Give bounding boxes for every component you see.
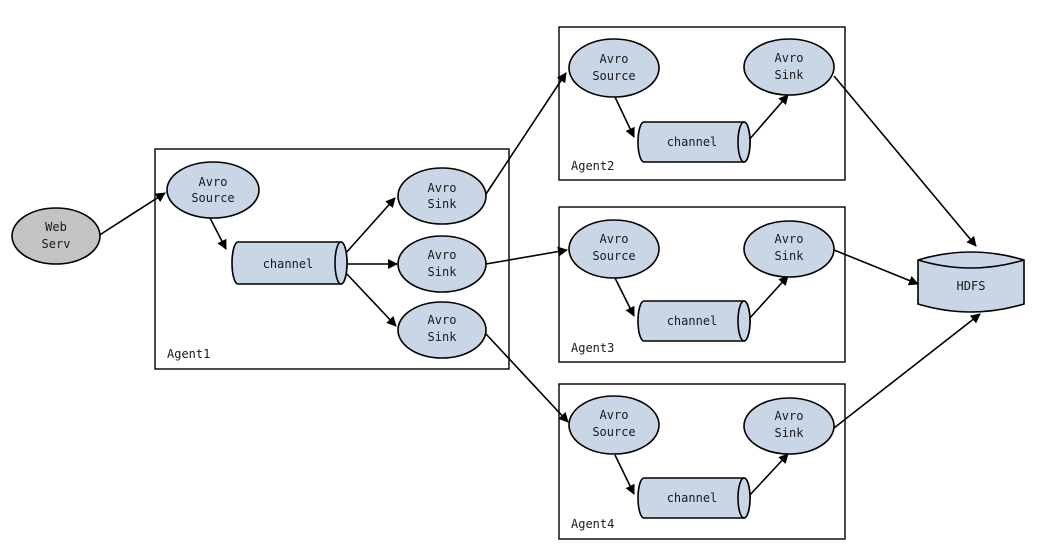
edge-agent1-channel-to-sink3 xyxy=(344,271,397,327)
edge-agent1-channel-to-sink1 xyxy=(344,197,396,255)
agent1-label: Agent1 xyxy=(167,347,210,361)
agent2-label: Agent2 xyxy=(571,159,614,173)
edge-agent4-source-to-channel xyxy=(614,454,635,495)
edge-agent2-channel-to-sink xyxy=(747,94,789,142)
agent2-sink-node: Avro Sink xyxy=(743,38,835,96)
agent2-source-line1: Avro xyxy=(600,52,629,66)
agent1-sink2-node: Avro Sink xyxy=(397,235,487,293)
agent1-sink2-line2: Sink xyxy=(428,265,458,279)
agent1-sink3-node: Avro Sink xyxy=(397,301,487,359)
agent1-channel-node: channel xyxy=(231,241,348,285)
agent4-source-node: Avro Source xyxy=(568,395,660,455)
edge-agent2-sink-to-hdfs xyxy=(833,75,977,247)
edge-agent4-sink-to-hdfs xyxy=(833,313,981,429)
webserver-node: Web Serv xyxy=(11,207,101,265)
agent4-sink-line2: Sink xyxy=(775,426,805,440)
agent1-sink2-line1: Avro xyxy=(428,248,457,262)
edge-agent4-channel-to-sink xyxy=(747,453,789,498)
agent3-source-line2: Source xyxy=(592,249,635,263)
agent4-label: Agent4 xyxy=(571,517,614,531)
agent2-channel-label: channel xyxy=(667,135,718,149)
agent2-sink-line2: Sink xyxy=(775,68,805,82)
agent1-sink1-line2: Sink xyxy=(428,197,458,211)
edge-agent3-channel-to-sink xyxy=(747,275,789,321)
edge-agent3-source-to-channel xyxy=(614,277,635,317)
agent3-box xyxy=(558,206,846,363)
agent2-channel-node: channel xyxy=(637,121,751,163)
agent4-channel-label: channel xyxy=(667,491,718,505)
edges xyxy=(97,72,981,498)
edge-agent2-source-to-channel xyxy=(614,96,635,138)
agent3-source-line1: Avro xyxy=(600,232,629,246)
edge-webserver-to-agent1-source xyxy=(97,192,166,237)
agent1-sink1-line1: Avro xyxy=(428,181,457,195)
agent2-source-node: Avro Source xyxy=(568,38,660,98)
agent1-source-line1: Avro xyxy=(199,175,228,189)
agent4-source-line1: Avro xyxy=(600,408,629,422)
hdfs-label: HDFS xyxy=(957,279,986,293)
edge-agent1-source-to-channel xyxy=(209,217,227,250)
edge-agent1-sink3-to-agent4-source xyxy=(485,333,569,423)
agent4-box xyxy=(558,383,846,540)
agent1-sink3-line2: Sink xyxy=(428,330,458,344)
agent3-channel-label: channel xyxy=(667,314,718,328)
agent3-label: Agent3 xyxy=(571,341,614,355)
agent4-sink-node: Avro Sink xyxy=(743,397,835,455)
agent1-source-line2: Source xyxy=(191,191,234,205)
agent1-source-node: Avro Source xyxy=(166,161,260,219)
agent1-sink1-node: Avro Sink xyxy=(397,167,487,225)
agent1-channel-label: channel xyxy=(263,257,314,271)
agent4-source-line2: Source xyxy=(592,425,635,439)
agent2-sink-line1: Avro xyxy=(775,51,804,65)
webserver-label-line1: Web xyxy=(45,220,67,234)
agent2-source-line2: Source xyxy=(592,69,635,83)
agent3-channel-node: channel xyxy=(637,300,751,342)
edge-agent1-sink1-to-agent2-source xyxy=(485,72,567,195)
agent3-sink-line1: Avro xyxy=(775,232,804,246)
agent2-box xyxy=(558,26,846,181)
agent3-source-node: Avro Source xyxy=(568,219,660,279)
webserver-label-line2: Serv xyxy=(42,237,71,251)
edge-agent1-sink2-to-agent3-source xyxy=(485,246,568,265)
edge-agent3-sink-to-hdfs xyxy=(833,249,919,286)
agent3-sink-node: Avro Sink xyxy=(743,220,835,278)
hdfs-node: HDFS xyxy=(917,251,1025,313)
agent3-sink-line2: Sink xyxy=(775,249,805,263)
agent4-sink-line1: Avro xyxy=(775,409,804,423)
agent4-channel-node: channel xyxy=(637,477,751,519)
agent1-sink3-line1: Avro xyxy=(428,313,457,327)
agent1-box xyxy=(154,148,510,370)
